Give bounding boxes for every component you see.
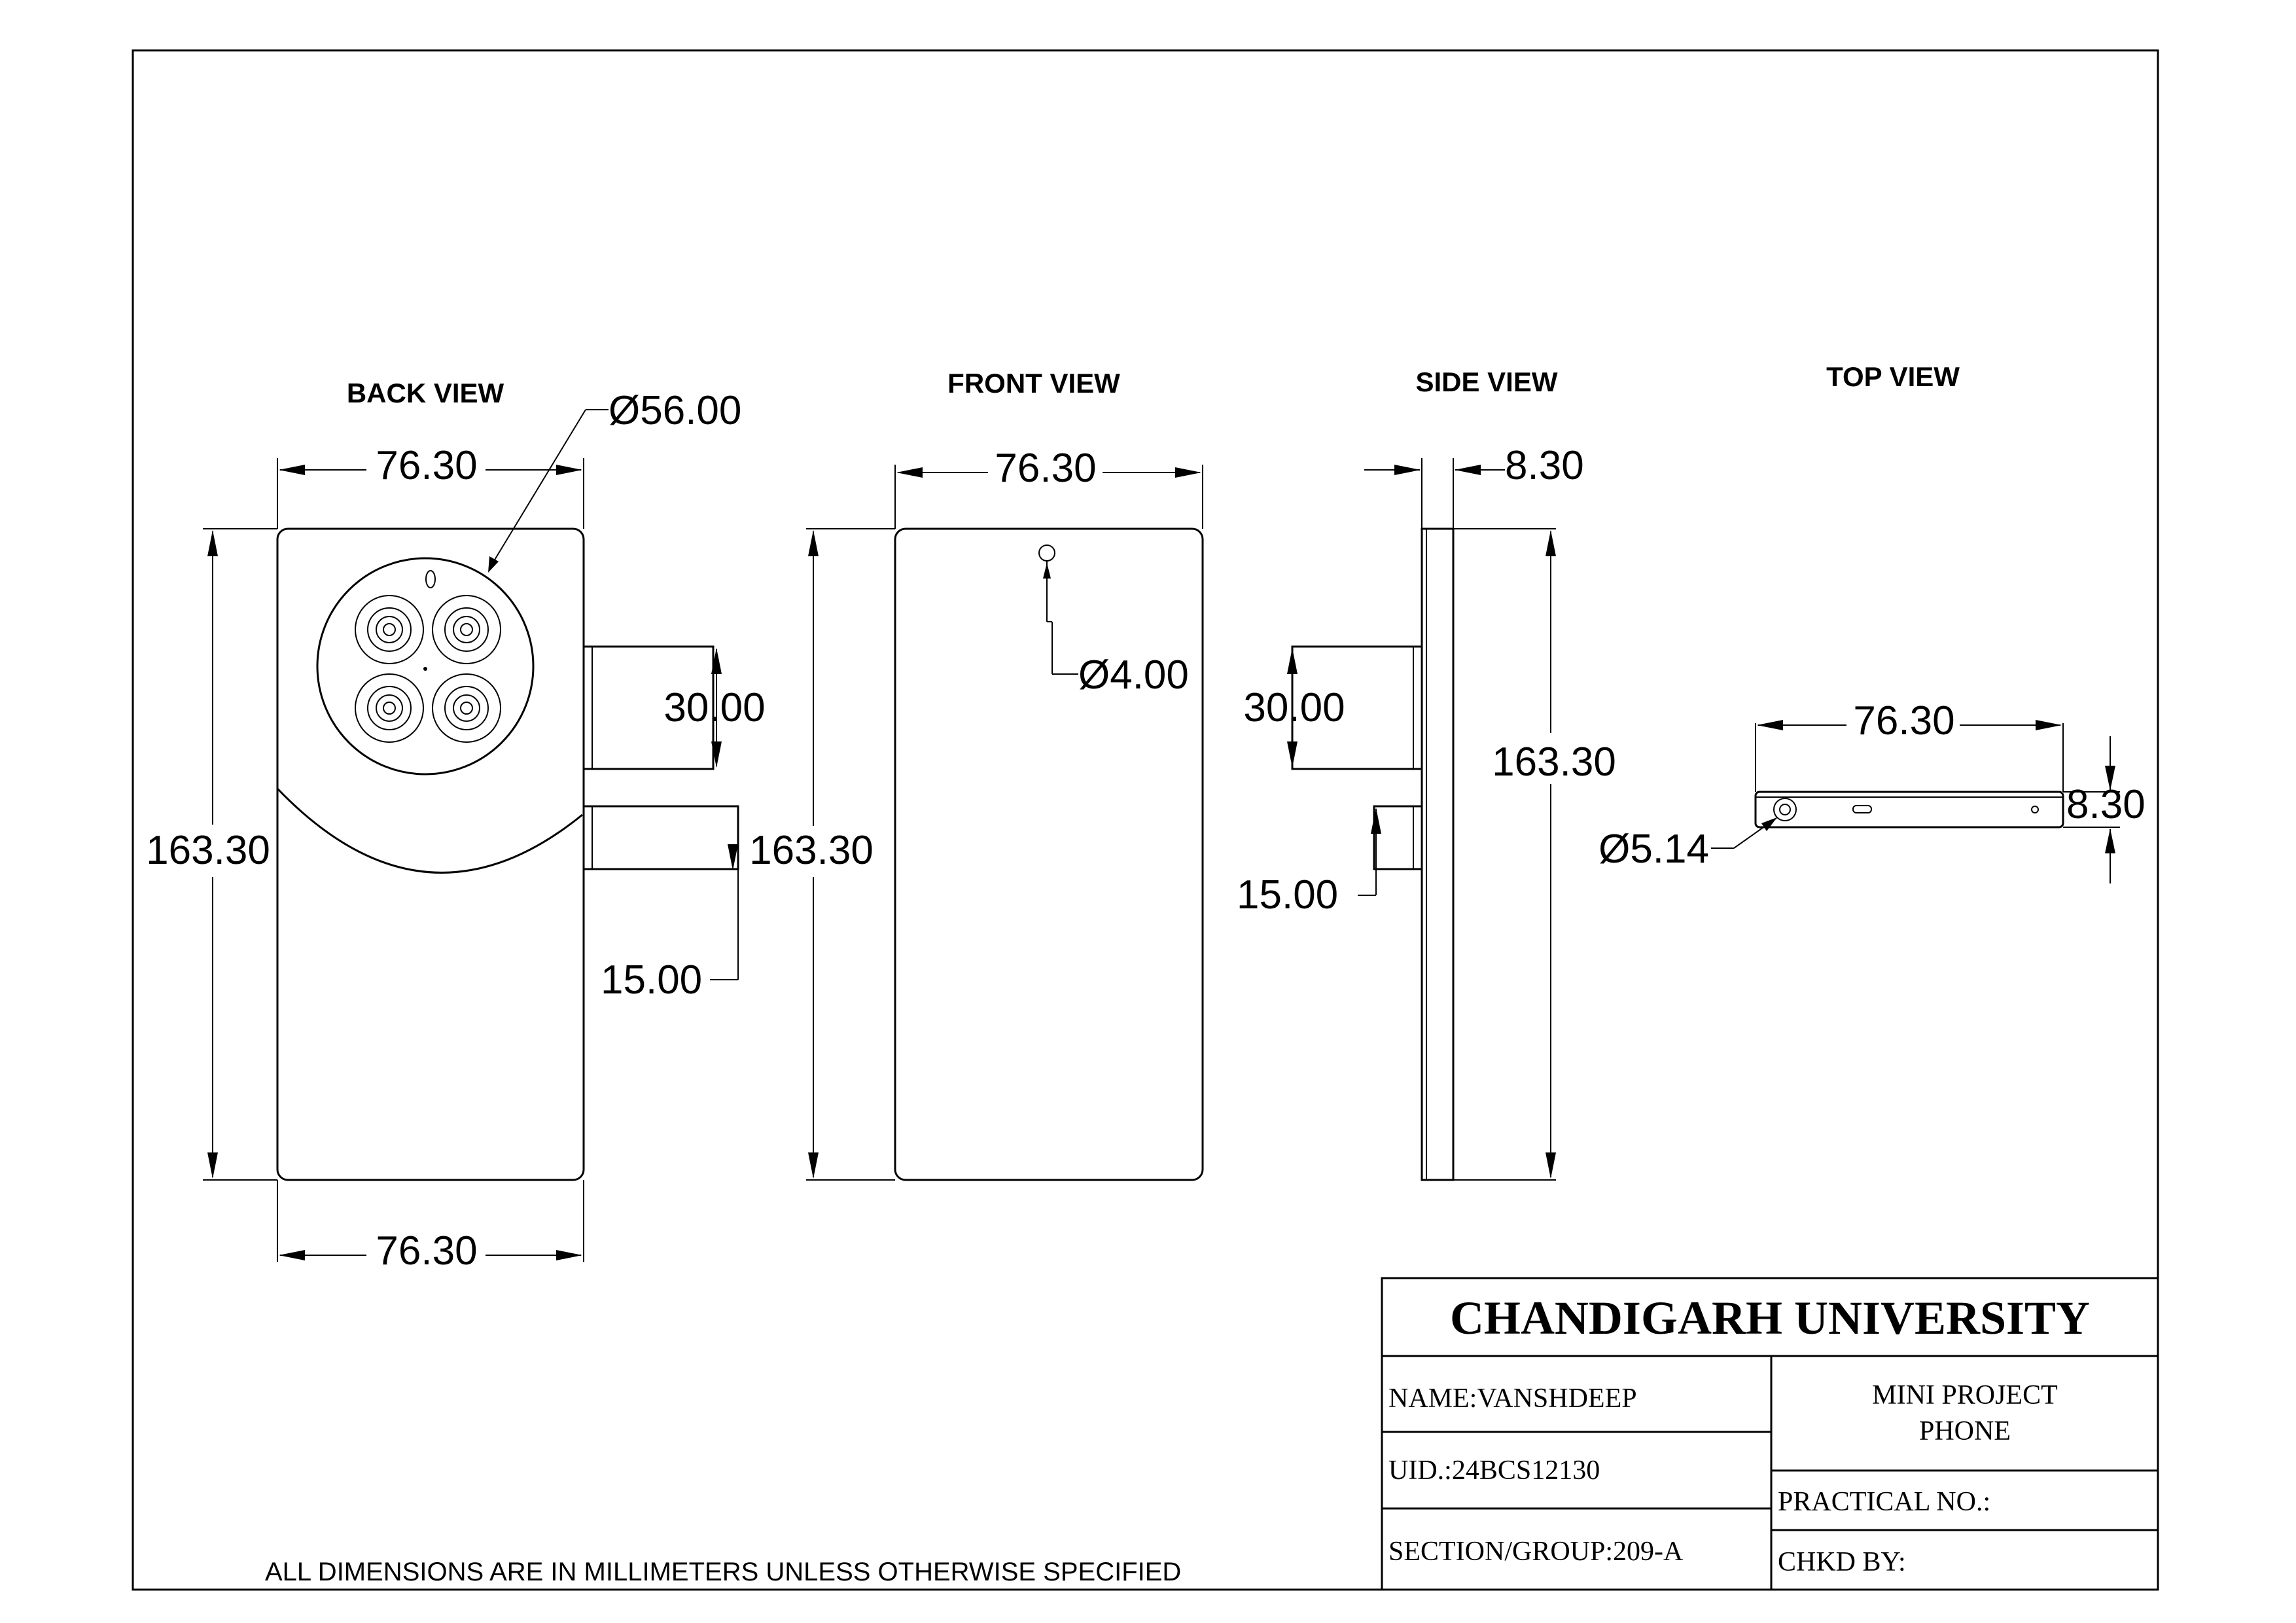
side-body-outline xyxy=(1421,527,1455,1181)
top-width-dimension: 76.30 xyxy=(1853,698,1954,743)
back-tab-upper-dimension: 30.00 xyxy=(663,685,765,730)
front-body-outline xyxy=(894,527,1204,1181)
front-camera-hole xyxy=(1038,544,1055,562)
usb-port-icon xyxy=(1773,798,1797,821)
side-view: 8.30 30.00 15.00 163.30 xyxy=(1237,443,1616,1181)
camera-module-outline xyxy=(316,557,535,776)
back-width-top-dimension: 76.30 xyxy=(376,443,477,488)
title-block: CHANDIGARH UNIVERSITY NAME:VANSHDEEP UID… xyxy=(1381,1277,2159,1591)
side-tab-lower-dimension: 15.00 xyxy=(1237,872,1338,918)
side-height-dimension: 163.30 xyxy=(1492,740,1616,785)
back-tab-lower-dimension: 15.00 xyxy=(601,957,702,1003)
back-height-dimension: 163.30 xyxy=(146,828,270,873)
side-tab-lower xyxy=(1373,805,1422,870)
flash-icon xyxy=(425,570,436,588)
back-body-outline xyxy=(276,527,585,1181)
top-view: 76.30 8.30 Ø5.14 xyxy=(1598,698,2146,883)
back-tab-upper xyxy=(584,645,715,770)
camera-island-curve xyxy=(276,787,583,874)
units-note: ALL DIMENSIONS ARE IN MILLIMETERS UNLESS… xyxy=(265,1558,1181,1586)
sensor-dot xyxy=(423,667,427,671)
camera-lens-bottom-left xyxy=(355,673,424,743)
back-view: Ø56.00 76.30 76.30 163.30 30.00 163.30 xyxy=(146,388,874,1274)
side-view-label: SIDE VIEW xyxy=(1415,366,1557,397)
top-port-diameter-dimension: Ø5.14 xyxy=(1598,827,1709,872)
project-title-line1: MINI PROJECT xyxy=(1872,1380,2058,1410)
top-thickness-dimension: 8.30 xyxy=(2066,782,2146,827)
mic-hole xyxy=(2031,806,2039,813)
camera-lens-top-left xyxy=(355,595,424,664)
camera-lens-top-right xyxy=(432,595,501,664)
front-width-dimension: 76.30 xyxy=(995,446,1096,491)
practical-number: PRACTICAL NO.: xyxy=(1778,1487,1990,1517)
front-view: Ø4.00 76.30 xyxy=(806,446,1204,1181)
speaker-slot xyxy=(1852,805,1872,813)
side-thickness-dimension: 8.30 xyxy=(1505,443,1584,488)
front-view-label: FRONT VIEW xyxy=(947,368,1120,399)
front-hole-diameter-dimension: Ø4.00 xyxy=(1078,652,1189,698)
side-tab-upper-dimension: 30.00 xyxy=(1243,685,1345,730)
section-group: SECTION/GROUP:209-A xyxy=(1388,1537,1684,1567)
camera-lens-bottom-right xyxy=(432,673,501,743)
back-tab-lower-height-dimension: 163.30 xyxy=(749,828,874,873)
camera-diameter-dimension: Ø56.00 xyxy=(609,388,741,433)
checked-by: CHKD BY: xyxy=(1778,1547,1906,1577)
back-width-bottom-dimension: 76.30 xyxy=(376,1228,477,1274)
project-title-line2: PHONE xyxy=(1919,1416,2011,1446)
student-name: NAME:VANSHDEEP xyxy=(1388,1383,1637,1414)
top-view-label: TOP VIEW xyxy=(1826,361,1960,392)
institution-name: CHANDIGARH UNIVERSITY xyxy=(1450,1292,2090,1344)
top-body-outline xyxy=(1754,791,2064,829)
back-tab-lower xyxy=(584,805,739,870)
back-view-label: BACK VIEW xyxy=(347,378,504,408)
student-uid: UID.:24BCS12130 xyxy=(1388,1455,1600,1486)
sheet-border xyxy=(132,49,2159,1591)
